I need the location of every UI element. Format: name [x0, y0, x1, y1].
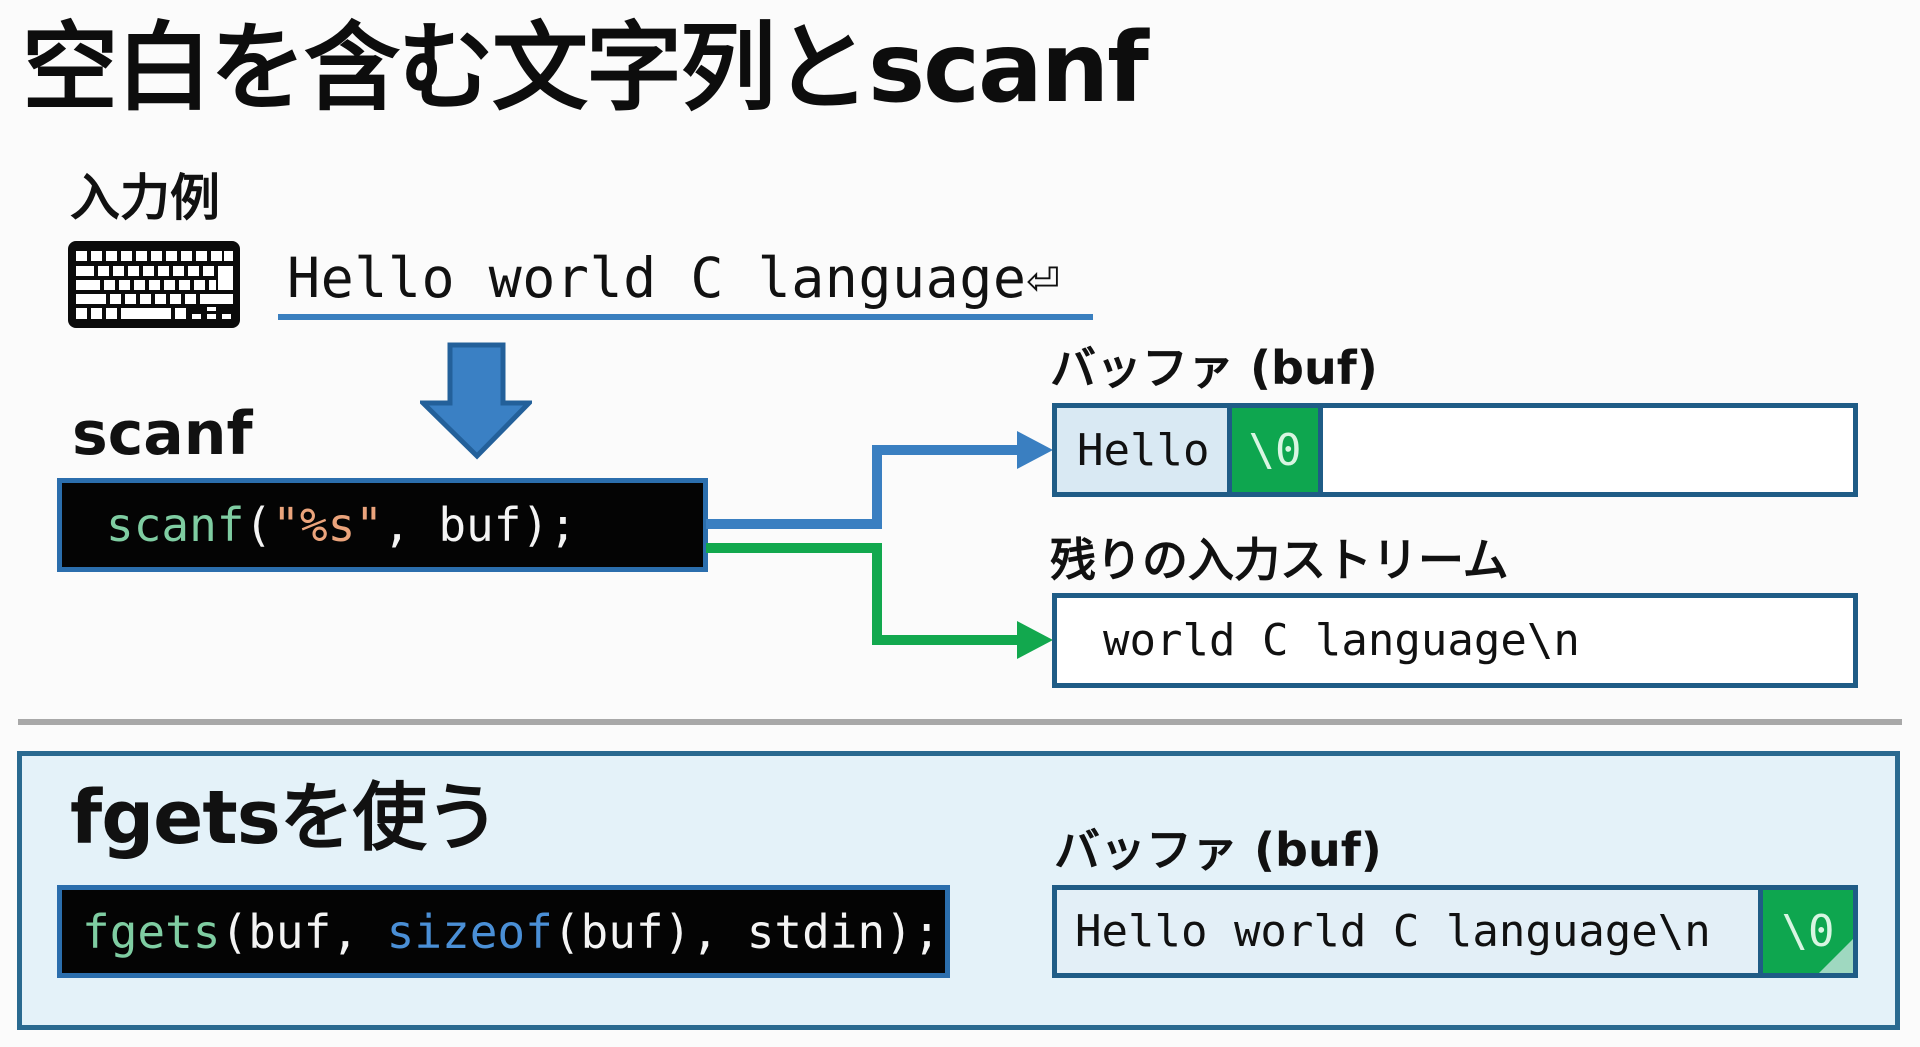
remaining-stream-box: world C language\n	[1052, 593, 1858, 688]
folded-corner-decoration	[1819, 939, 1853, 973]
buffer-cell-empty	[1323, 408, 1853, 492]
scanf-label: scanf	[72, 399, 253, 469]
input-underline	[278, 314, 1093, 320]
fgets-code-block: fgets(buf, sizeof(buf), stdin);	[57, 885, 950, 978]
buffer-cell-terminator: \0	[1232, 408, 1323, 492]
code-token-function: fgets	[82, 904, 221, 959]
input-example-text: Hello world C language⏎	[287, 246, 1061, 310]
buffer-label: バッファ (buf)	[1050, 341, 1378, 395]
section-divider	[18, 719, 1902, 725]
buffer-cell-terminator: \0	[1763, 890, 1853, 973]
buffer-label: バッファ (buf)	[1054, 823, 1382, 877]
code-token-args: , buf);	[382, 498, 577, 552]
remaining-stream-text: world C language\n	[1103, 615, 1580, 666]
page-title: 空白を含む文字列とscanf	[22, 12, 1149, 124]
scanf-to-stream-arrow	[706, 543, 1053, 659]
buffer-cell-data: Hello world C language\n	[1057, 890, 1763, 973]
down-arrow-icon	[420, 342, 532, 460]
scanf-to-buffer-arrow	[706, 431, 1053, 529]
keyboard-icon	[68, 241, 240, 328]
code-token-function: scanf	[106, 498, 245, 552]
code-token-args: (buf,	[220, 904, 387, 959]
scanf-code-block: scanf("%s", buf);	[57, 478, 708, 572]
code-token-paren: (	[244, 498, 273, 552]
buffer-cell-data: Hello	[1057, 408, 1232, 492]
fgets-buffer-box: Hello world C language\n \0	[1052, 885, 1858, 978]
remaining-stream-label: 残りの入力ストリーム	[1050, 533, 1509, 587]
scanf-buffer-box: Hello \0	[1052, 403, 1858, 497]
code-token-string: "%s"	[272, 498, 383, 552]
code-token-keyword: sizeof	[386, 904, 553, 959]
input-example-label: 入力例	[70, 169, 220, 227]
fgets-title: fgetsを使う	[70, 775, 500, 861]
code-token-args: (buf), stdin);	[552, 904, 941, 959]
